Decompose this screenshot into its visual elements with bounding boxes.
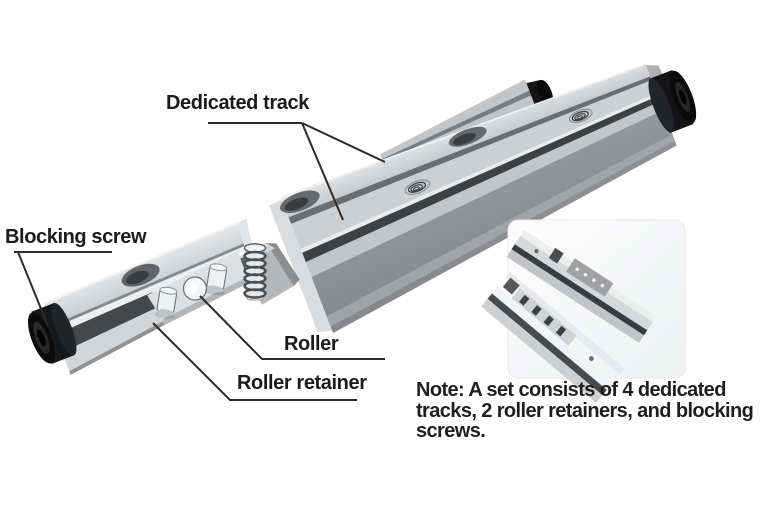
roller-label: Roller xyxy=(284,333,339,355)
leader-roller-retainer xyxy=(152,322,357,401)
threaded-hole xyxy=(404,179,431,195)
note-line: tracks, 2 roller retainers, and blocking xyxy=(416,399,754,422)
set-contents-note: Note: A set consists of 4 dedicated trac… xyxy=(416,380,768,442)
inset-rail-upper xyxy=(506,230,657,343)
v-groove xyxy=(302,95,660,263)
note-line: Note: A set consists of 4 dedicated xyxy=(416,379,726,401)
counterbore-hole xyxy=(448,126,487,147)
leader-dedicated-track xyxy=(208,122,386,221)
roller-3 xyxy=(204,263,228,296)
counterbore-hole xyxy=(279,190,320,214)
inset-rail-lower xyxy=(481,272,625,403)
roller-1 xyxy=(154,286,178,319)
roller-2 xyxy=(182,276,208,301)
blocking-screw-label: Blocking screw xyxy=(5,226,147,248)
counterbore-hole xyxy=(121,263,160,287)
dedicated-track-label: Dedicated track xyxy=(166,92,309,114)
threaded-hole xyxy=(568,108,593,124)
roller-retainer-label: Roller retainer xyxy=(237,372,367,394)
v-groove xyxy=(55,292,159,353)
leader-blocking-screw xyxy=(14,251,112,327)
spring-screw xyxy=(243,243,267,301)
inset-photo xyxy=(481,219,686,403)
cut-face xyxy=(269,198,337,333)
back-dedicated-track xyxy=(269,63,697,334)
note-line: screws. xyxy=(416,420,486,442)
front-dedicated-track xyxy=(28,218,253,375)
blocking-screw-cap-left xyxy=(28,302,77,365)
leader-roller xyxy=(199,295,385,360)
blocking-screw-cap-right xyxy=(648,69,697,134)
